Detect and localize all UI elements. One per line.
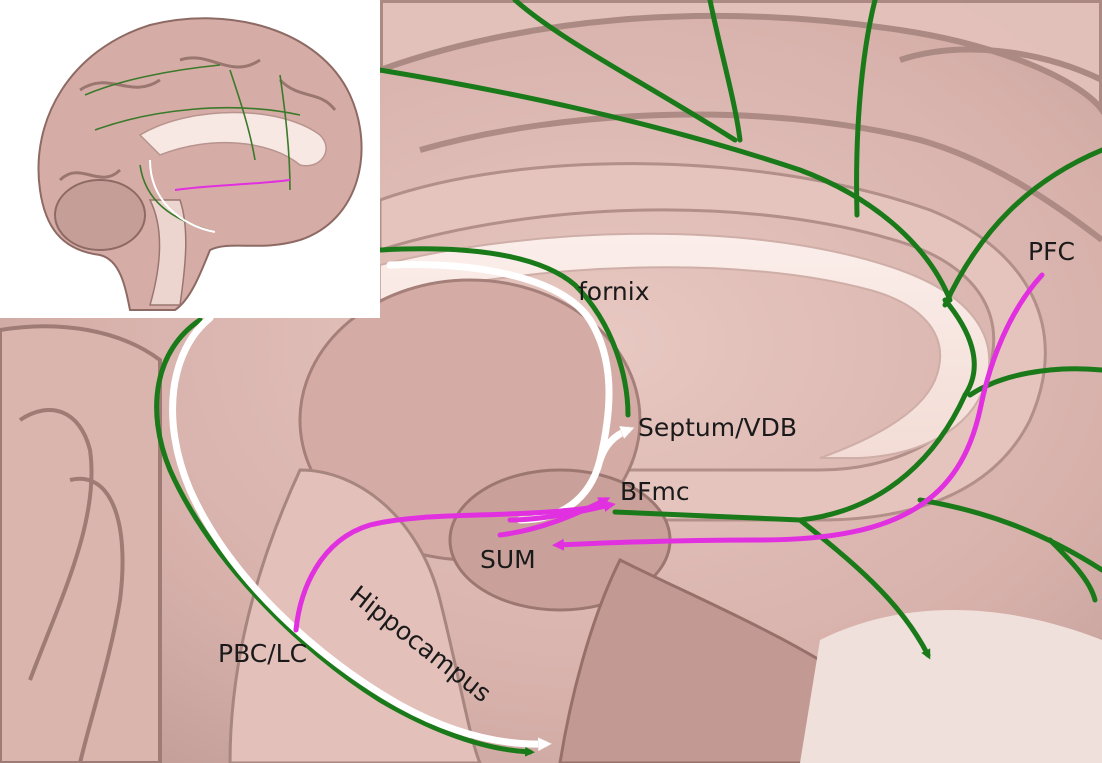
label-bfmc: BFmc xyxy=(620,477,690,506)
label-pfc: PFC xyxy=(1028,237,1075,266)
label-sum: SUM xyxy=(480,545,536,574)
label-fornix: fornix xyxy=(578,277,650,306)
inset-overview xyxy=(0,0,380,318)
left-tissue-folds xyxy=(0,326,160,763)
cerebellum-tissue xyxy=(800,610,1102,763)
label-septum: Septum/VDB xyxy=(638,413,797,442)
label-pbc: PBC/LC xyxy=(218,639,307,668)
